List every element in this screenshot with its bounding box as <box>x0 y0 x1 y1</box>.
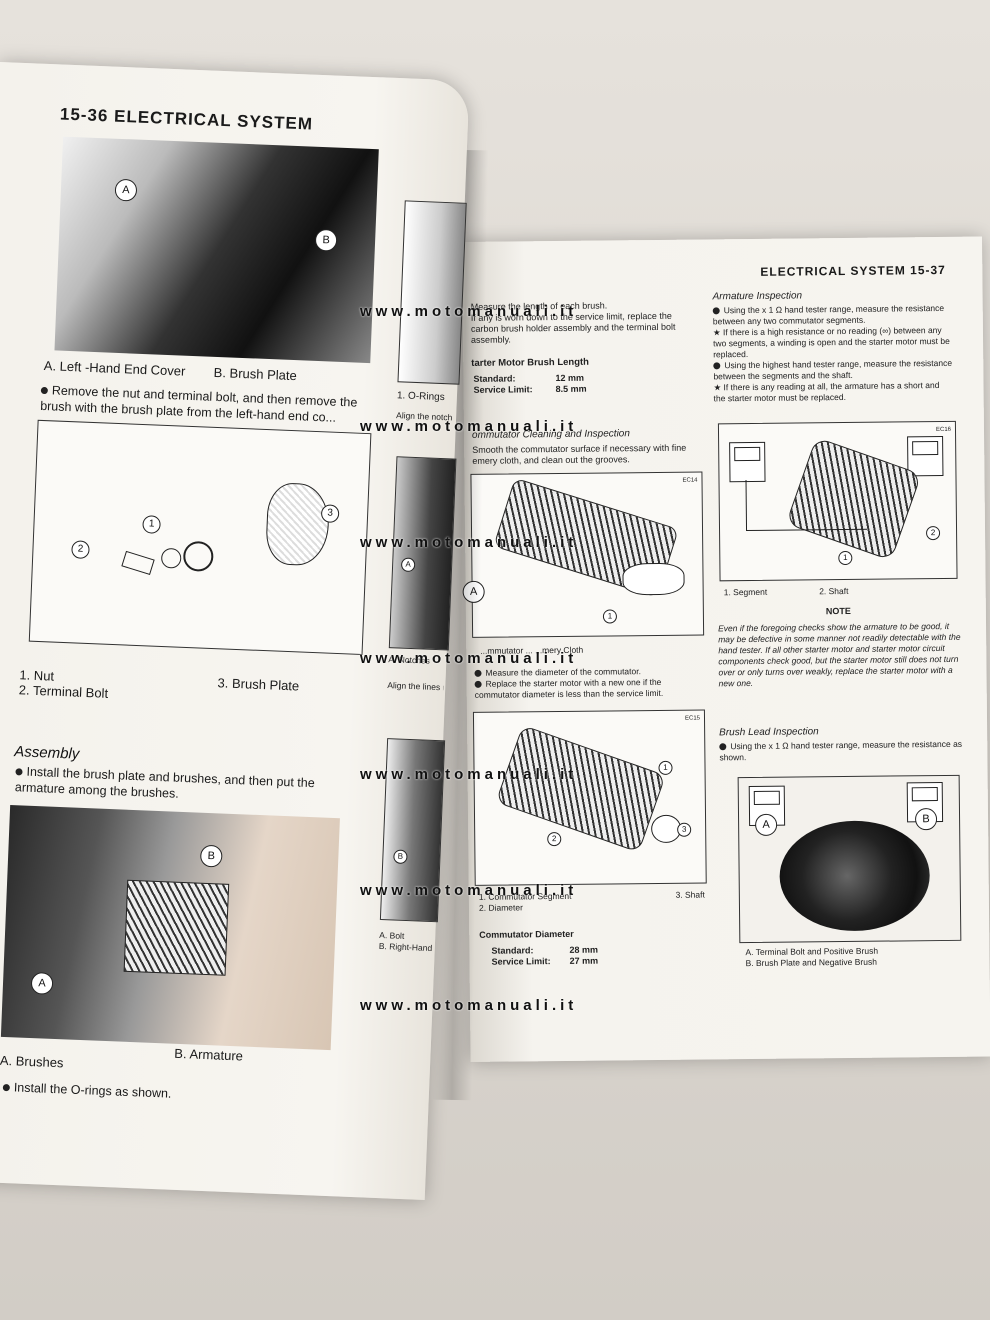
watermark: www.motomanuali.it <box>360 882 578 899</box>
callout-a: A <box>30 971 54 995</box>
armature-drawing <box>495 724 667 853</box>
brush-length-title: tarter Motor Brush Length <box>471 356 590 369</box>
brush-lead-title: Brush Lead Inspection <box>719 726 819 739</box>
figure-brush-plate-parts: 1 2 3 <box>28 419 372 656</box>
watermark: www.motomanuali.it <box>360 997 578 1014</box>
figure-ec15: EC15 1 2 3 <box>472 709 707 886</box>
brush-lead-text: Using the x 1 Ω hand tester range, measu… <box>719 738 963 763</box>
align-lines-text: Align the lines mar... end cover bolt. <box>387 680 443 693</box>
callout-3: 3 <box>320 504 340 523</box>
callout-b: B <box>393 849 408 864</box>
diameter-spec: Standard:28 mm Service Limit:27 mm <box>491 944 599 967</box>
commutator-steps: Measure the diameter of the commutator. … <box>474 666 664 700</box>
watermark: www.motomanuali.it <box>360 418 578 435</box>
tester-left-icon <box>729 441 766 483</box>
watermark: www.motomanuali.it <box>360 303 578 320</box>
watermark: www.motomanuali.it <box>360 650 578 667</box>
step-remove-brush: Remove the nut and terminal bolt, and th… <box>39 383 358 425</box>
diameter-title: Commutator Diameter <box>479 928 574 940</box>
figure-ec14-label: EC14 <box>682 477 698 484</box>
assembly-title: Assembly <box>13 743 80 763</box>
commutator-text: Smooth the commutator surface if necessa… <box>472 442 687 466</box>
callout-b: B <box>314 228 338 252</box>
step-install-orings: Install the O-rings as shown. <box>2 1079 323 1108</box>
callout-1: 1 <box>838 550 853 566</box>
brush-plate-photo <box>779 820 931 932</box>
watermark: www.motomanuali.it <box>360 534 578 551</box>
callout-1: 1 <box>658 760 673 775</box>
armature-inspection-title: Armature Inspection <box>712 290 803 303</box>
photo-armature: B A <box>0 805 340 1051</box>
fig1-caption-b: B. Brush Plate <box>213 364 298 384</box>
photo-end-cover: A B <box>54 136 379 364</box>
caption-bolt: A. Bolt B. Right-Hand End Cov... <box>378 929 436 954</box>
photo-orings <box>397 200 467 385</box>
note-text: Even if the foregoing checks show the ar… <box>718 620 961 689</box>
callout-1: 1 <box>602 609 618 624</box>
armature-inspection-steps: Using the x 1 Ω hand tester range, measu… <box>712 302 953 404</box>
fig3-caption-a: A. Brushes <box>0 1052 64 1071</box>
callout-b: B <box>914 808 938 831</box>
right-page-header: ELECTRICAL SYSTEM 15-37 <box>760 262 946 279</box>
emery-cloth-drawing <box>622 562 685 596</box>
callout-2: 2 <box>547 831 562 847</box>
callout-a: A <box>400 557 416 573</box>
photo-notches: A <box>388 456 457 651</box>
watermark: www.motomanuali.it <box>360 766 578 783</box>
caption-orings: 1. O-Rings <box>396 390 445 404</box>
figure-ec16-label: EC16 <box>935 426 952 434</box>
nut-drawing <box>182 540 214 572</box>
tester-right-icon <box>907 435 944 477</box>
figure-ec15-label: EC15 <box>684 715 701 722</box>
brush-length-spec: Standard:12 mm Service Limit:8.5 mm <box>473 372 587 395</box>
figure-ec14: EC14 A 1 <box>462 471 705 638</box>
callout-1: 1 <box>142 515 161 534</box>
callout-2: 2 <box>71 540 90 559</box>
brush-plate-drawing <box>265 482 331 567</box>
fig1-caption-a: A. Left -Hand End Cover <box>43 358 186 379</box>
left-page: 15-36 ELECTRICAL SYSTEM A B A. Left -Han… <box>0 62 470 1200</box>
terminal-bolt-drawing <box>121 550 155 576</box>
washer-drawing <box>160 547 182 569</box>
test-lead-wire <box>745 478 868 532</box>
callout-a: A <box>755 813 778 836</box>
callout-3: 3 <box>677 822 692 837</box>
armature-photo-detail <box>123 879 230 976</box>
fig3-caption-b: B. Armature <box>174 1045 244 1064</box>
step-install-brush: Install the brush plate and brushes, and… <box>14 764 315 801</box>
figure-ec16: EC16 2 1 <box>717 420 958 582</box>
brush-lead-figure: A B <box>737 774 962 944</box>
callout-b: B <box>199 844 223 868</box>
callout-2: 2 <box>926 526 941 541</box>
callout-a: A <box>114 178 138 202</box>
brush-lead-caption: A. Terminal Bolt and Positive Brush B. B… <box>745 945 879 969</box>
note-title: NOTE <box>825 605 851 617</box>
left-page-header: 15-36 ELECTRICAL SYSTEM <box>59 104 314 134</box>
